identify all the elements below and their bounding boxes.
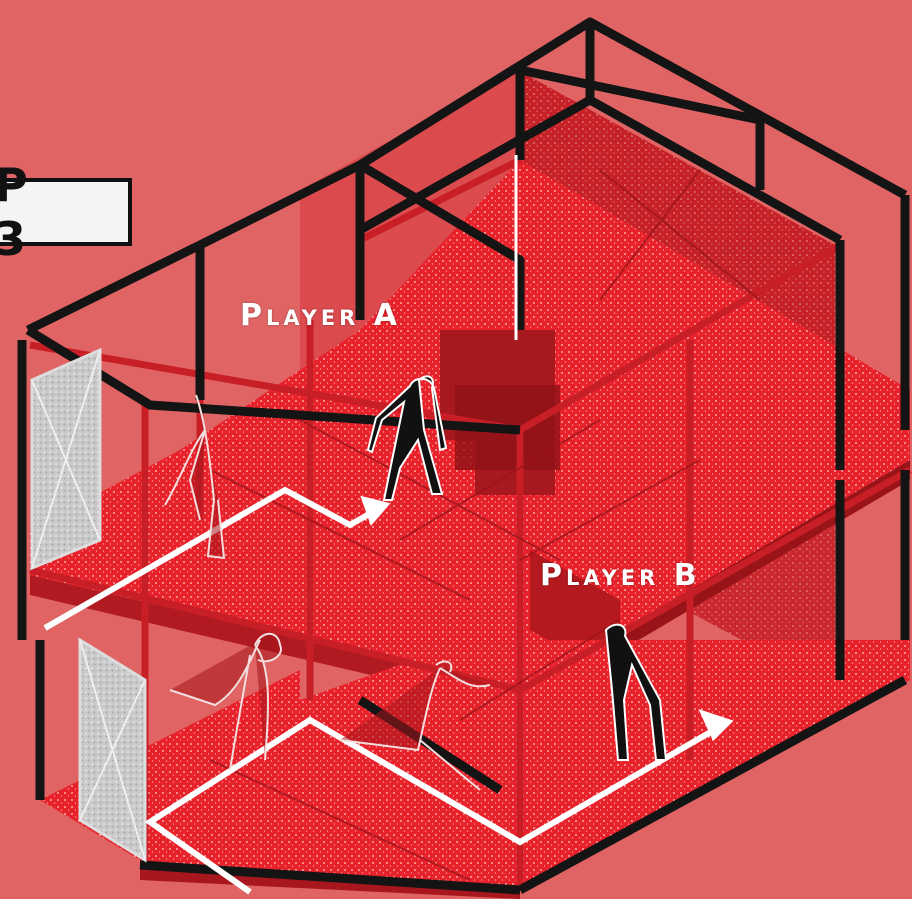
player-b-label: Player B xyxy=(540,558,701,593)
door-upper xyxy=(32,350,100,568)
player-a-label: Player A xyxy=(240,298,401,333)
step-sign: P 3 xyxy=(0,178,132,246)
step-sign-text: P 3 xyxy=(0,158,132,266)
door-lower xyxy=(80,640,145,860)
